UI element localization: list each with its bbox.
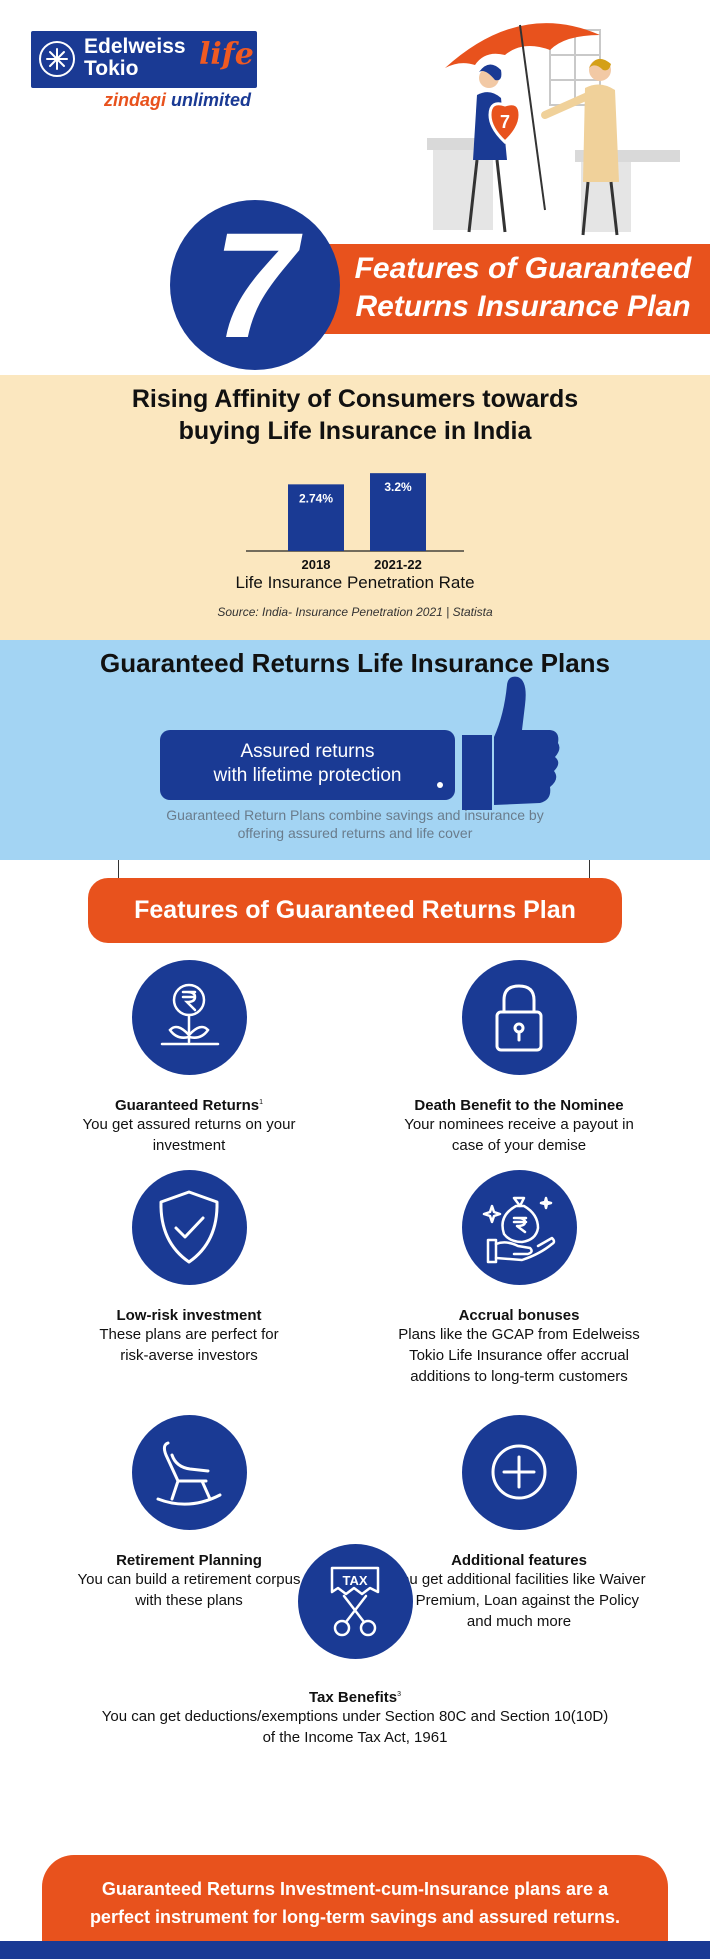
guaranteed-desc-line1: Guaranteed Return Plans combine savings … <box>166 807 544 823</box>
chart-data-label: 2.74% <box>299 491 333 505</box>
chart-bar <box>370 473 426 551</box>
feature-accrual-bonuses: Accrual bonuses Plans like the GCAP from… <box>374 1170 664 1387</box>
plus-circle-icon <box>461 1415 577 1530</box>
feature-desc: These plans are perfect for risk-averse … <box>44 1324 334 1366</box>
chart-bar <box>288 484 344 551</box>
brand-name: Edelweiss Tokio <box>84 36 186 80</box>
assured-returns-box: Assured returns with lifetime protection <box>160 730 455 800</box>
chart-source: Source: India- Insurance Penetration 202… <box>217 605 493 619</box>
lock-icon <box>461 960 577 1075</box>
feature-desc-line: Plans like the GCAP from Edelweiss <box>398 1326 640 1343</box>
footnote-mark: 1 <box>259 1099 264 1106</box>
connector-line-left <box>118 860 119 888</box>
hero-title-line1: Features of Guaranteed <box>354 252 692 285</box>
rupee-plant-icon <box>131 960 247 1075</box>
guaranteed-desc-line2: offering assured returns and life cover <box>237 825 473 841</box>
feature-title: Guaranteed Returns1 <box>44 1097 334 1114</box>
chart-category-label: 2021-22 <box>374 557 422 572</box>
guaranteed-description: Guaranteed Return Plans combine savings … <box>0 806 710 842</box>
feature-desc: You can get deductions/exemptions under … <box>0 1706 710 1748</box>
affinity-section: Rising Affinity of Consumers towards buy… <box>0 375 710 640</box>
thumbs-up-icon <box>462 676 560 810</box>
assured-line1: Assured returns <box>240 741 375 762</box>
chart-caption: Life Insurance Penetration Rate <box>235 573 475 592</box>
footer-line2: perfect instrument for long-term savings… <box>89 1907 621 1927</box>
affinity-title: Rising Affinity of Consumers towards buy… <box>0 383 710 447</box>
feature-desc-line: investment <box>152 1137 226 1154</box>
brand-logo[interactable]: Edelweiss Tokio life <box>31 31 257 88</box>
feature-title: Low-risk investment <box>116 1307 262 1324</box>
feature-title: Tax Benefits3 <box>0 1689 710 1706</box>
feature-desc-line: You get additional facilities like Waive… <box>392 1571 646 1588</box>
feature-desc-line: case of your demise <box>451 1137 587 1154</box>
hero-title-band: Features of Guaranteed Returns Insurance… <box>290 244 710 334</box>
feature-title-text: Tax Benefits <box>309 1689 398 1706</box>
feature-desc-line: of Premium, Loan against the Policy <box>398 1592 640 1609</box>
affinity-title-line2: buying Life Insurance in India <box>178 417 532 445</box>
money-bag-hand-icon <box>461 1170 577 1285</box>
illustration-badge: 7 <box>500 112 510 132</box>
hero-number-circle: 7 <box>170 200 340 370</box>
couple-umbrella-illustration: 7 <box>427 23 680 236</box>
tax-scissors-icon: TAX <box>297 1544 413 1659</box>
affinity-title-line1: Rising Affinity of Consumers towards <box>131 385 579 413</box>
features-header: Features of Guaranteed Returns Plan <box>88 878 622 943</box>
feature-desc-line: risk-averse investors <box>120 1347 258 1364</box>
feature-desc-line: and much more <box>466 1613 572 1630</box>
tagline-blue: unlimited <box>171 90 252 110</box>
rocking-chair-icon <box>131 1415 247 1530</box>
footnote-mark: 3 <box>397 1691 401 1698</box>
brand-name-script: life <box>199 37 254 72</box>
feature-title: Death Benefit to the Nominee <box>414 1097 624 1114</box>
penetration-bar-chart: 2.74% 2018 3.2% 2021-22 <box>246 473 464 572</box>
feature-death-benefit: Death Benefit to the Nominee Your nomine… <box>374 960 664 1156</box>
chart-category-label: 2018 <box>302 557 331 572</box>
tagline-orange: zindagi <box>104 90 166 110</box>
footer-line1: Guaranteed Returns Investment-cum-Insura… <box>101 1879 609 1899</box>
assured-dot <box>437 782 443 788</box>
feature-title-text: Guaranteed Returns <box>114 1097 260 1114</box>
feature-desc-line: You can build a retirement corpus <box>77 1571 301 1588</box>
feature-low-risk: Low-risk investment These plans are perf… <box>44 1170 334 1366</box>
chart-data-label: 3.2% <box>384 480 412 494</box>
feature-desc-line: You can get deductions/exemptions under … <box>101 1708 609 1725</box>
feature-title: Accrual bonuses <box>458 1307 580 1324</box>
feature-desc-line: with these plans <box>135 1592 243 1609</box>
feature-desc: You can build a retirement corpus with t… <box>44 1569 334 1611</box>
assured-line2: with lifetime protection <box>213 765 402 786</box>
hero-number: 7 <box>213 201 297 369</box>
feature-guaranteed-returns: Guaranteed Returns1 You get assured retu… <box>44 960 334 1156</box>
feature-desc-line: of the Income Tax Act, 1961 <box>262 1729 448 1746</box>
feature-desc-line: You get assured returns on your <box>82 1116 296 1133</box>
brand-emblem-icon <box>39 41 75 77</box>
hero-title: Features of Guaranteed Returns Insurance… <box>338 250 708 326</box>
guaranteed-section: Guaranteed Returns Life Insurance Plans … <box>0 640 710 860</box>
brand-name-line1: Edelweiss <box>84 35 186 58</box>
header: Edelweiss Tokio life zindagi unlimited 7 <box>0 0 710 370</box>
guaranteed-title: Guaranteed Returns Life Insurance Plans <box>99 648 611 678</box>
feature-desc-line: additions to long-term customers <box>410 1368 628 1385</box>
feature-additional: Additional features You get additional f… <box>374 1415 664 1632</box>
feature-tax-benefits: TAX Tax Benefits3 You can get deductions… <box>0 1544 710 1748</box>
feature-desc-line: These plans are perfect for <box>99 1326 279 1343</box>
feature-title: Retirement Planning <box>116 1552 262 1569</box>
connector-line-right <box>589 860 590 888</box>
feature-retirement: Retirement Planning You can build a reti… <box>44 1415 334 1611</box>
feature-desc-line: Your nominees receive a payout in <box>404 1116 634 1133</box>
brand-name-line2: Tokio <box>84 57 139 80</box>
brand-tagline: zindagi unlimited <box>104 90 251 111</box>
tax-icon-label: TAX <box>342 1573 367 1588</box>
shield-check-icon <box>131 1170 247 1285</box>
feature-desc: You get assured returns on your investme… <box>44 1114 334 1156</box>
feature-title: Additional features <box>451 1552 587 1569</box>
feature-desc-line: Tokio Life Insurance offer accrual <box>409 1347 629 1364</box>
feature-desc: Plans like the GCAP from Edelweiss Tokio… <box>374 1324 664 1387</box>
hero-title-line2: Returns Insurance Plan <box>355 290 691 323</box>
feature-desc: Your nominees receive a payout in case o… <box>374 1114 664 1156</box>
footer-strip <box>0 1941 710 1959</box>
feature-desc: You get additional facilities like Waive… <box>374 1569 664 1632</box>
